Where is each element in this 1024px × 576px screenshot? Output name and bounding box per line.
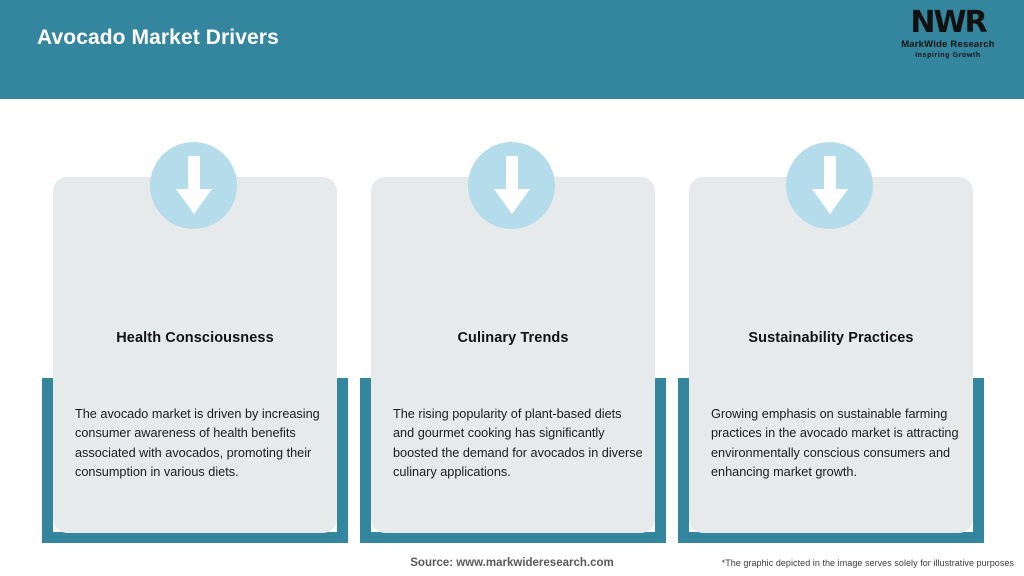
down-arrow-icon (468, 142, 555, 229)
markwide-research-logo: NWR MarkWide Research Inspiring Growth (890, 8, 1006, 64)
card-surface[interactable]: Culinary Trends The rising popularity of… (371, 177, 655, 533)
logo-monogram: NWR (910, 5, 987, 40)
down-arrow-icon (786, 142, 873, 229)
driver-card-3: Sustainability Practices Growing emphasi… (678, 99, 984, 549)
driver-card-1: Health Consciousness The avocado market … (42, 99, 348, 549)
card-body-text: The rising popularity of plant-based die… (393, 407, 643, 479)
card-frame-accent (678, 378, 984, 543)
card-surface[interactable]: Sustainability Practices Growing emphasi… (689, 177, 973, 533)
card-body-text: Growing emphasis on sustainable farming … (711, 407, 959, 479)
card-frame-accent (42, 378, 348, 543)
driver-cards-row: Health Consciousness The avocado market … (0, 99, 1024, 549)
logo-tagline: Inspiring Growth (915, 52, 981, 59)
disclaimer-note: *The graphic depicted in the image serve… (721, 558, 1014, 568)
driver-card-2: Culinary Trends The rising popularity of… (360, 99, 666, 549)
page-title: Avocado Market Drivers (37, 26, 279, 49)
card-surface[interactable]: Health Consciousness The avocado market … (53, 177, 337, 533)
logo-company-name: MarkWide Research (901, 39, 995, 50)
source-label: Source: www.markwideresearch.com (410, 557, 614, 569)
down-arrow-icon (150, 142, 237, 229)
card-body-text: The avocado market is driven by increasi… (75, 407, 320, 479)
card-frame-accent (360, 378, 666, 543)
card-title: Culinary Trends (457, 330, 569, 346)
card-title: Health Consciousness (116, 330, 274, 346)
page-header: Avocado Market Drivers NWR MarkWide Rese… (0, 0, 1024, 99)
card-title: Sustainability Practices (748, 330, 914, 346)
